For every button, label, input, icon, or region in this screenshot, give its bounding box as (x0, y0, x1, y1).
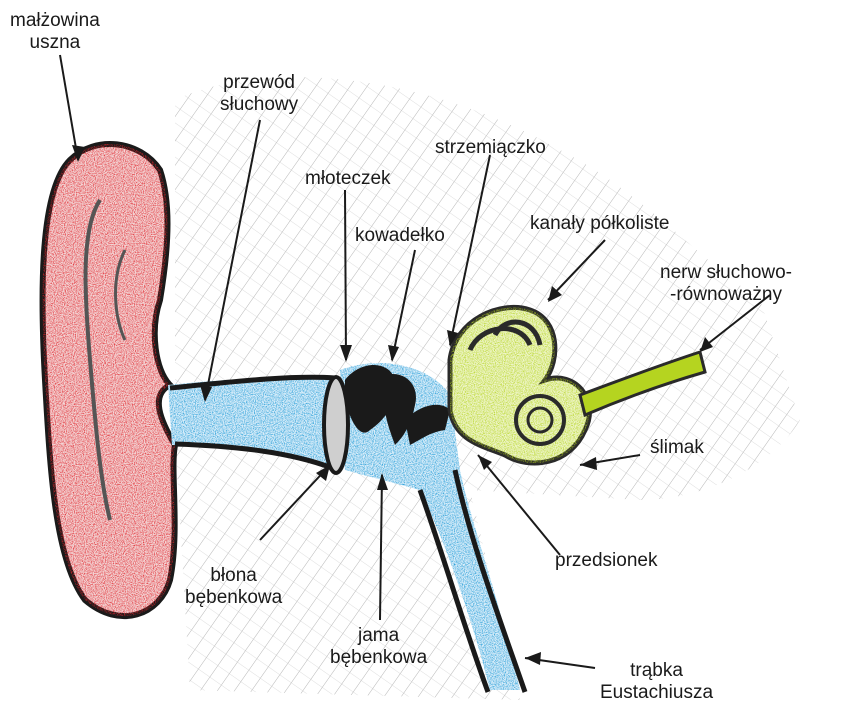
label-ear-canal-line-2: słuchowy (220, 94, 298, 116)
label-tympanic-cavity-line-1: jama (330, 625, 427, 647)
label-eustachian-tube-line-2: Eustachiusza (600, 682, 713, 704)
label-eardrum-line-1: błona (185, 565, 282, 587)
label-eustachian-tube-line-1: trąbka (600, 660, 713, 682)
label-eardrum: błona bębenkowa (185, 565, 282, 609)
label-auricle: małżowina uszna (10, 10, 100, 54)
label-semicircular-canals: kanały półkoliste (530, 213, 669, 235)
label-cochlea: ślimak (650, 437, 704, 459)
label-tympanic-cavity-line-2: bębenkowa (330, 647, 427, 669)
eardrum-shape (324, 377, 348, 473)
label-tympanic-cavity: jama bębenkowa (330, 625, 427, 669)
label-ear-canal-line-1: przewód (220, 72, 298, 94)
label-nerve-line-2: -równoważny (660, 284, 792, 306)
label-malleus: młoteczek (305, 168, 391, 190)
label-auricle-line-1: małżowina (10, 10, 100, 32)
label-vestibule: przedsionek (555, 550, 657, 572)
label-ear-canal: przewód słuchowy (220, 72, 298, 116)
label-eardrum-line-2: bębenkowa (185, 587, 282, 609)
label-nerve: nerw słuchowo- -równoważny (660, 262, 792, 306)
auricle-shape (43, 144, 175, 616)
label-eustachian-tube: trąbka Eustachiusza (600, 660, 713, 704)
label-auricle-line-2: uszna (10, 32, 100, 54)
label-nerve-line-1: nerw słuchowo- (660, 262, 792, 284)
label-incus: kowadełko (355, 225, 445, 247)
label-stapes: strzemiączko (435, 137, 546, 159)
